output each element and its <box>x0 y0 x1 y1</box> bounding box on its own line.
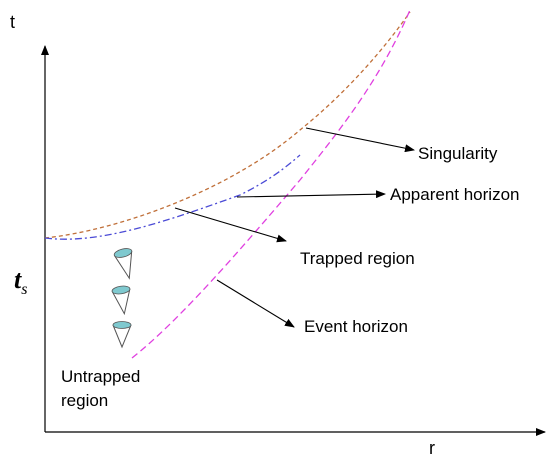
trapped-region-pointer <box>174 207 287 243</box>
singularity-pointer <box>305 127 415 153</box>
apparent-horizon-pointer <box>236 190 386 199</box>
ts-label: ts <box>14 265 27 298</box>
t-axis-label: t <box>10 12 15 32</box>
ts-label-main: t <box>14 265 22 294</box>
apparent-horizon-label: Apparent horizon <box>390 185 519 204</box>
light-cone-icon <box>111 285 131 316</box>
ts-label-subscript: s <box>21 281 27 298</box>
trapped-region-label: Trapped region <box>300 249 415 268</box>
singularity-curve <box>44 11 411 239</box>
untrapped-region-label-line1: Untrapped <box>61 367 140 386</box>
singularity-label: Singularity <box>418 144 498 163</box>
light-cone-icon <box>113 248 133 280</box>
untrapped-region-label-line2: region <box>61 391 108 410</box>
r-axis-label: r <box>429 438 435 455</box>
event-horizon-curve <box>131 9 411 359</box>
event-horizon-pointer <box>216 279 295 328</box>
light-cone-icon <box>112 321 132 349</box>
event-horizon-label: Event horizon <box>304 317 408 336</box>
apparent-horizon-curve <box>44 154 301 240</box>
